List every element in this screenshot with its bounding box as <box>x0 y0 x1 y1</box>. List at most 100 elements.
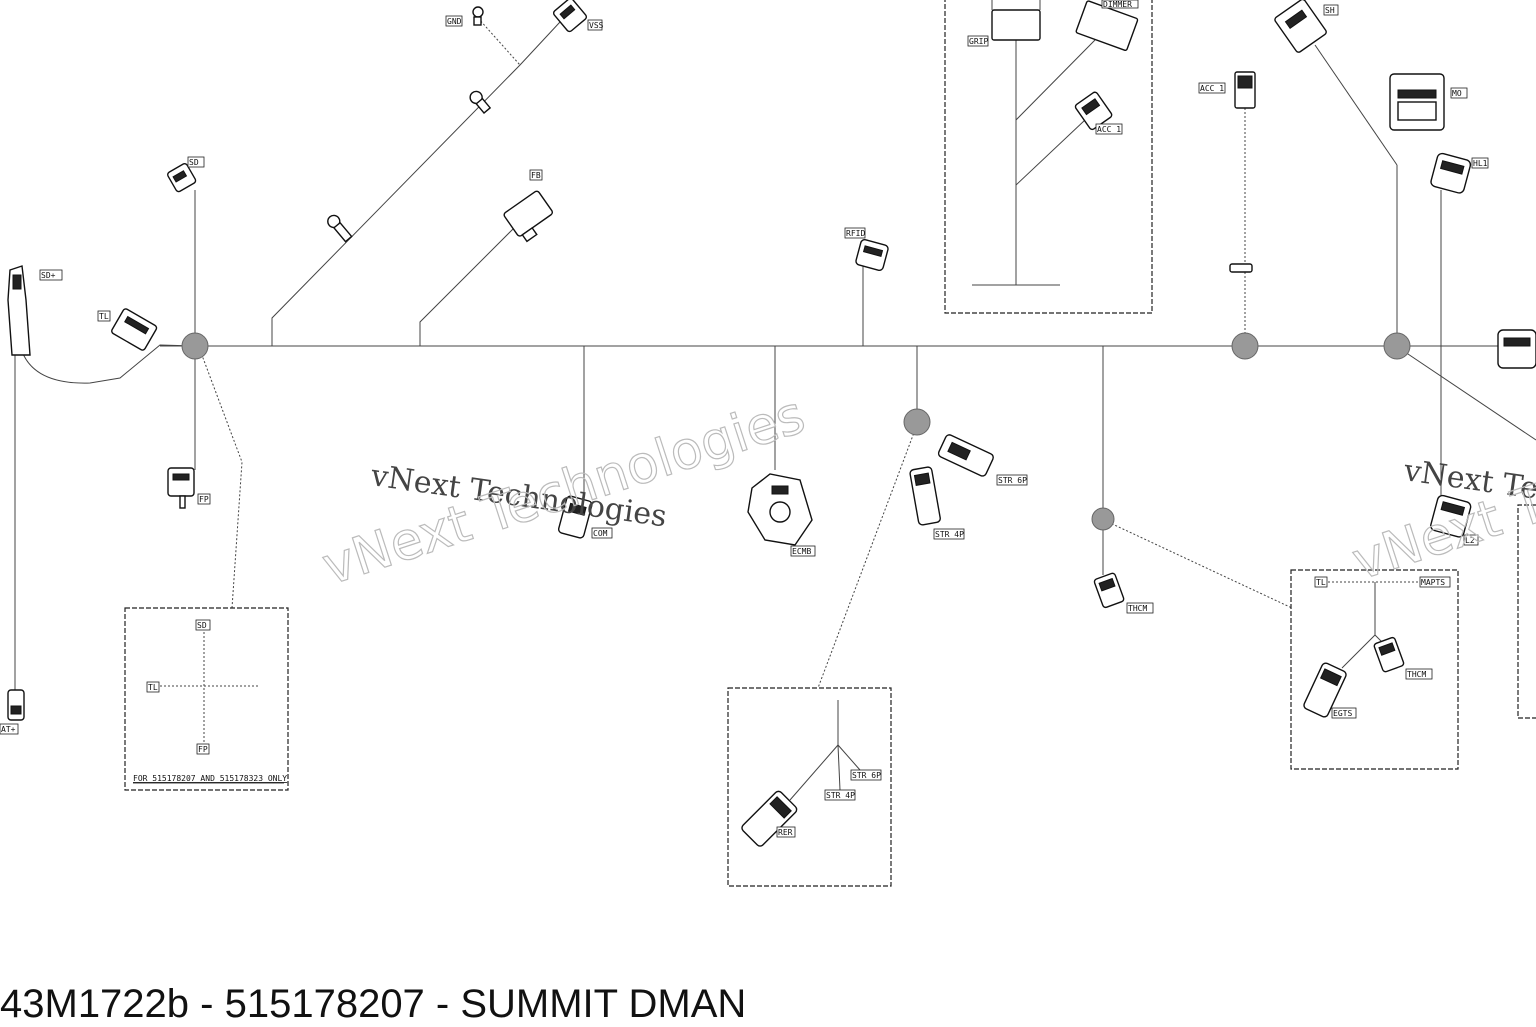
grip-box <box>944 0 1153 314</box>
box2 <box>727 687 892 887</box>
label-hl1: HL1 <box>1471 157 1489 169</box>
label-thcm: THCM <box>1126 602 1154 614</box>
sh-connector <box>1274 0 1327 53</box>
label-box3-egts: EGTS <box>1331 707 1357 719</box>
svg-text:THCM: THCM <box>1407 670 1426 679</box>
label-com: COM <box>591 527 613 539</box>
bat-plus-connector <box>7 689 25 721</box>
vss-connector <box>552 0 588 33</box>
label-box1-tl: TL <box>146 681 160 693</box>
gnd-lead <box>477 17 521 66</box>
diagram-title: 43M1722b - 515178207 - SUMMIT DMAN <box>0 982 747 1026</box>
svg-text:COM: COM <box>593 529 608 538</box>
splice-1 <box>181 332 209 360</box>
label-str4p: STR 4P <box>933 528 965 540</box>
svg-text:MO: MO <box>1452 89 1462 98</box>
label-box3-mapts: MAPTS <box>1419 576 1451 588</box>
svg-text:RFID: RFID <box>846 229 865 238</box>
rfid-connector <box>855 239 889 271</box>
box2-str6p <box>837 744 861 771</box>
label-bat-plus: AT+ <box>0 723 19 735</box>
fp-connector <box>167 467 195 509</box>
label-rfid: RFID <box>844 227 865 239</box>
svg-text:VSS: VSS <box>589 21 604 30</box>
svg-text:L2: L2 <box>1465 536 1475 545</box>
svg-text:STR 4P: STR 4P <box>935 530 964 539</box>
grip-connector <box>991 0 1041 41</box>
label-acc1: ACC 1 <box>1198 82 1226 94</box>
gnd-ring-connector <box>472 6 484 26</box>
sd-connector <box>167 163 197 193</box>
svg-text:STR 4P: STR 4P <box>826 791 855 800</box>
box1-lead <box>199 349 243 609</box>
ring-terminal-2 <box>327 214 353 243</box>
label-gnd: GND <box>445 15 463 27</box>
acc1-box-lead <box>1015 119 1086 186</box>
label-box3-tl: TL <box>1314 576 1328 588</box>
box3-egts-connector <box>1303 662 1347 718</box>
svg-text:ACC 1: ACC 1 <box>1200 84 1224 93</box>
box3-egts <box>1341 634 1376 669</box>
label-mo: MO <box>1450 87 1468 99</box>
splice-4 <box>1231 332 1259 360</box>
svg-text:AT+: AT+ <box>1 725 16 734</box>
svg-text:STR 6P: STR 6P <box>998 476 1027 485</box>
mo-connector <box>1389 73 1445 131</box>
svg-text:TL: TL <box>1316 578 1326 587</box>
box4-partial <box>1517 504 1536 719</box>
svg-text:FB: FB <box>531 171 541 180</box>
str6p-connector <box>937 434 994 477</box>
box3-thcm-connector <box>1373 636 1405 673</box>
label-str6p: STR 6P <box>996 474 1028 486</box>
label-sd: SD <box>187 156 205 168</box>
label-box2-str6p: STR 6P <box>850 769 882 781</box>
splice-5 <box>1383 332 1411 360</box>
hl1-connector <box>1430 152 1472 194</box>
splice-3 <box>1091 507 1115 531</box>
label-l2: L2 <box>1463 534 1479 546</box>
vss-branch <box>271 21 561 346</box>
right-edge-connector <box>1497 329 1536 369</box>
label-fp: FP <box>197 493 211 505</box>
label-box1-note: FOR 515178207 AND 515178323 ONLY <box>133 774 287 784</box>
acc1-connector <box>1234 71 1256 109</box>
box2-str4p <box>837 744 841 791</box>
sd-plus-wire <box>19 344 196 384</box>
com-connector <box>557 495 593 539</box>
splice-2 <box>903 408 931 436</box>
label-sh: SH <box>1323 4 1339 16</box>
svg-text:DIMMER: DIMMER <box>1103 0 1132 9</box>
svg-text:TL: TL <box>148 683 158 692</box>
svg-text:EGTS: EGTS <box>1333 709 1352 718</box>
svg-text:FOR 515178207 AND 515178323 ON: FOR 515178207 AND 515178323 ONLY <box>133 774 287 783</box>
label-dimmer: DIMMER <box>1101 0 1139 9</box>
svg-text:FP: FP <box>199 495 209 504</box>
label-fb: FB <box>529 169 543 181</box>
dimmer-lead <box>1015 39 1096 121</box>
svg-text:ECMB: ECMB <box>792 547 811 556</box>
box2-rer <box>789 744 839 801</box>
acc1-box-connector <box>1074 91 1113 131</box>
label-box2-rer: RER <box>776 826 796 838</box>
svg-text:SD: SD <box>197 621 207 630</box>
svg-text:FP: FP <box>198 745 208 754</box>
label-box2-str4p: STR 4P <box>824 789 856 801</box>
dimmer-connector <box>1075 0 1139 52</box>
sd-plus-connector <box>7 265 31 356</box>
svg-text:STR 6P: STR 6P <box>852 771 881 780</box>
label-grip: GRIP <box>967 35 988 47</box>
label-box1-sd: SD <box>195 619 211 631</box>
label-tl: TL <box>97 310 111 322</box>
svg-text:TL: TL <box>99 312 109 321</box>
l2-connector <box>1430 494 1472 538</box>
svg-text:GND: GND <box>447 17 462 26</box>
label-box3-thcm: THCM <box>1405 668 1433 680</box>
box3 <box>1290 569 1459 770</box>
box3-lead <box>1107 521 1293 609</box>
tl-connector <box>111 308 158 351</box>
label-box1-fp: FP <box>196 743 210 755</box>
label-vss: VSS <box>587 19 604 31</box>
inline-fuse <box>1229 263 1253 273</box>
svg-text:SD+: SD+ <box>41 271 56 280</box>
